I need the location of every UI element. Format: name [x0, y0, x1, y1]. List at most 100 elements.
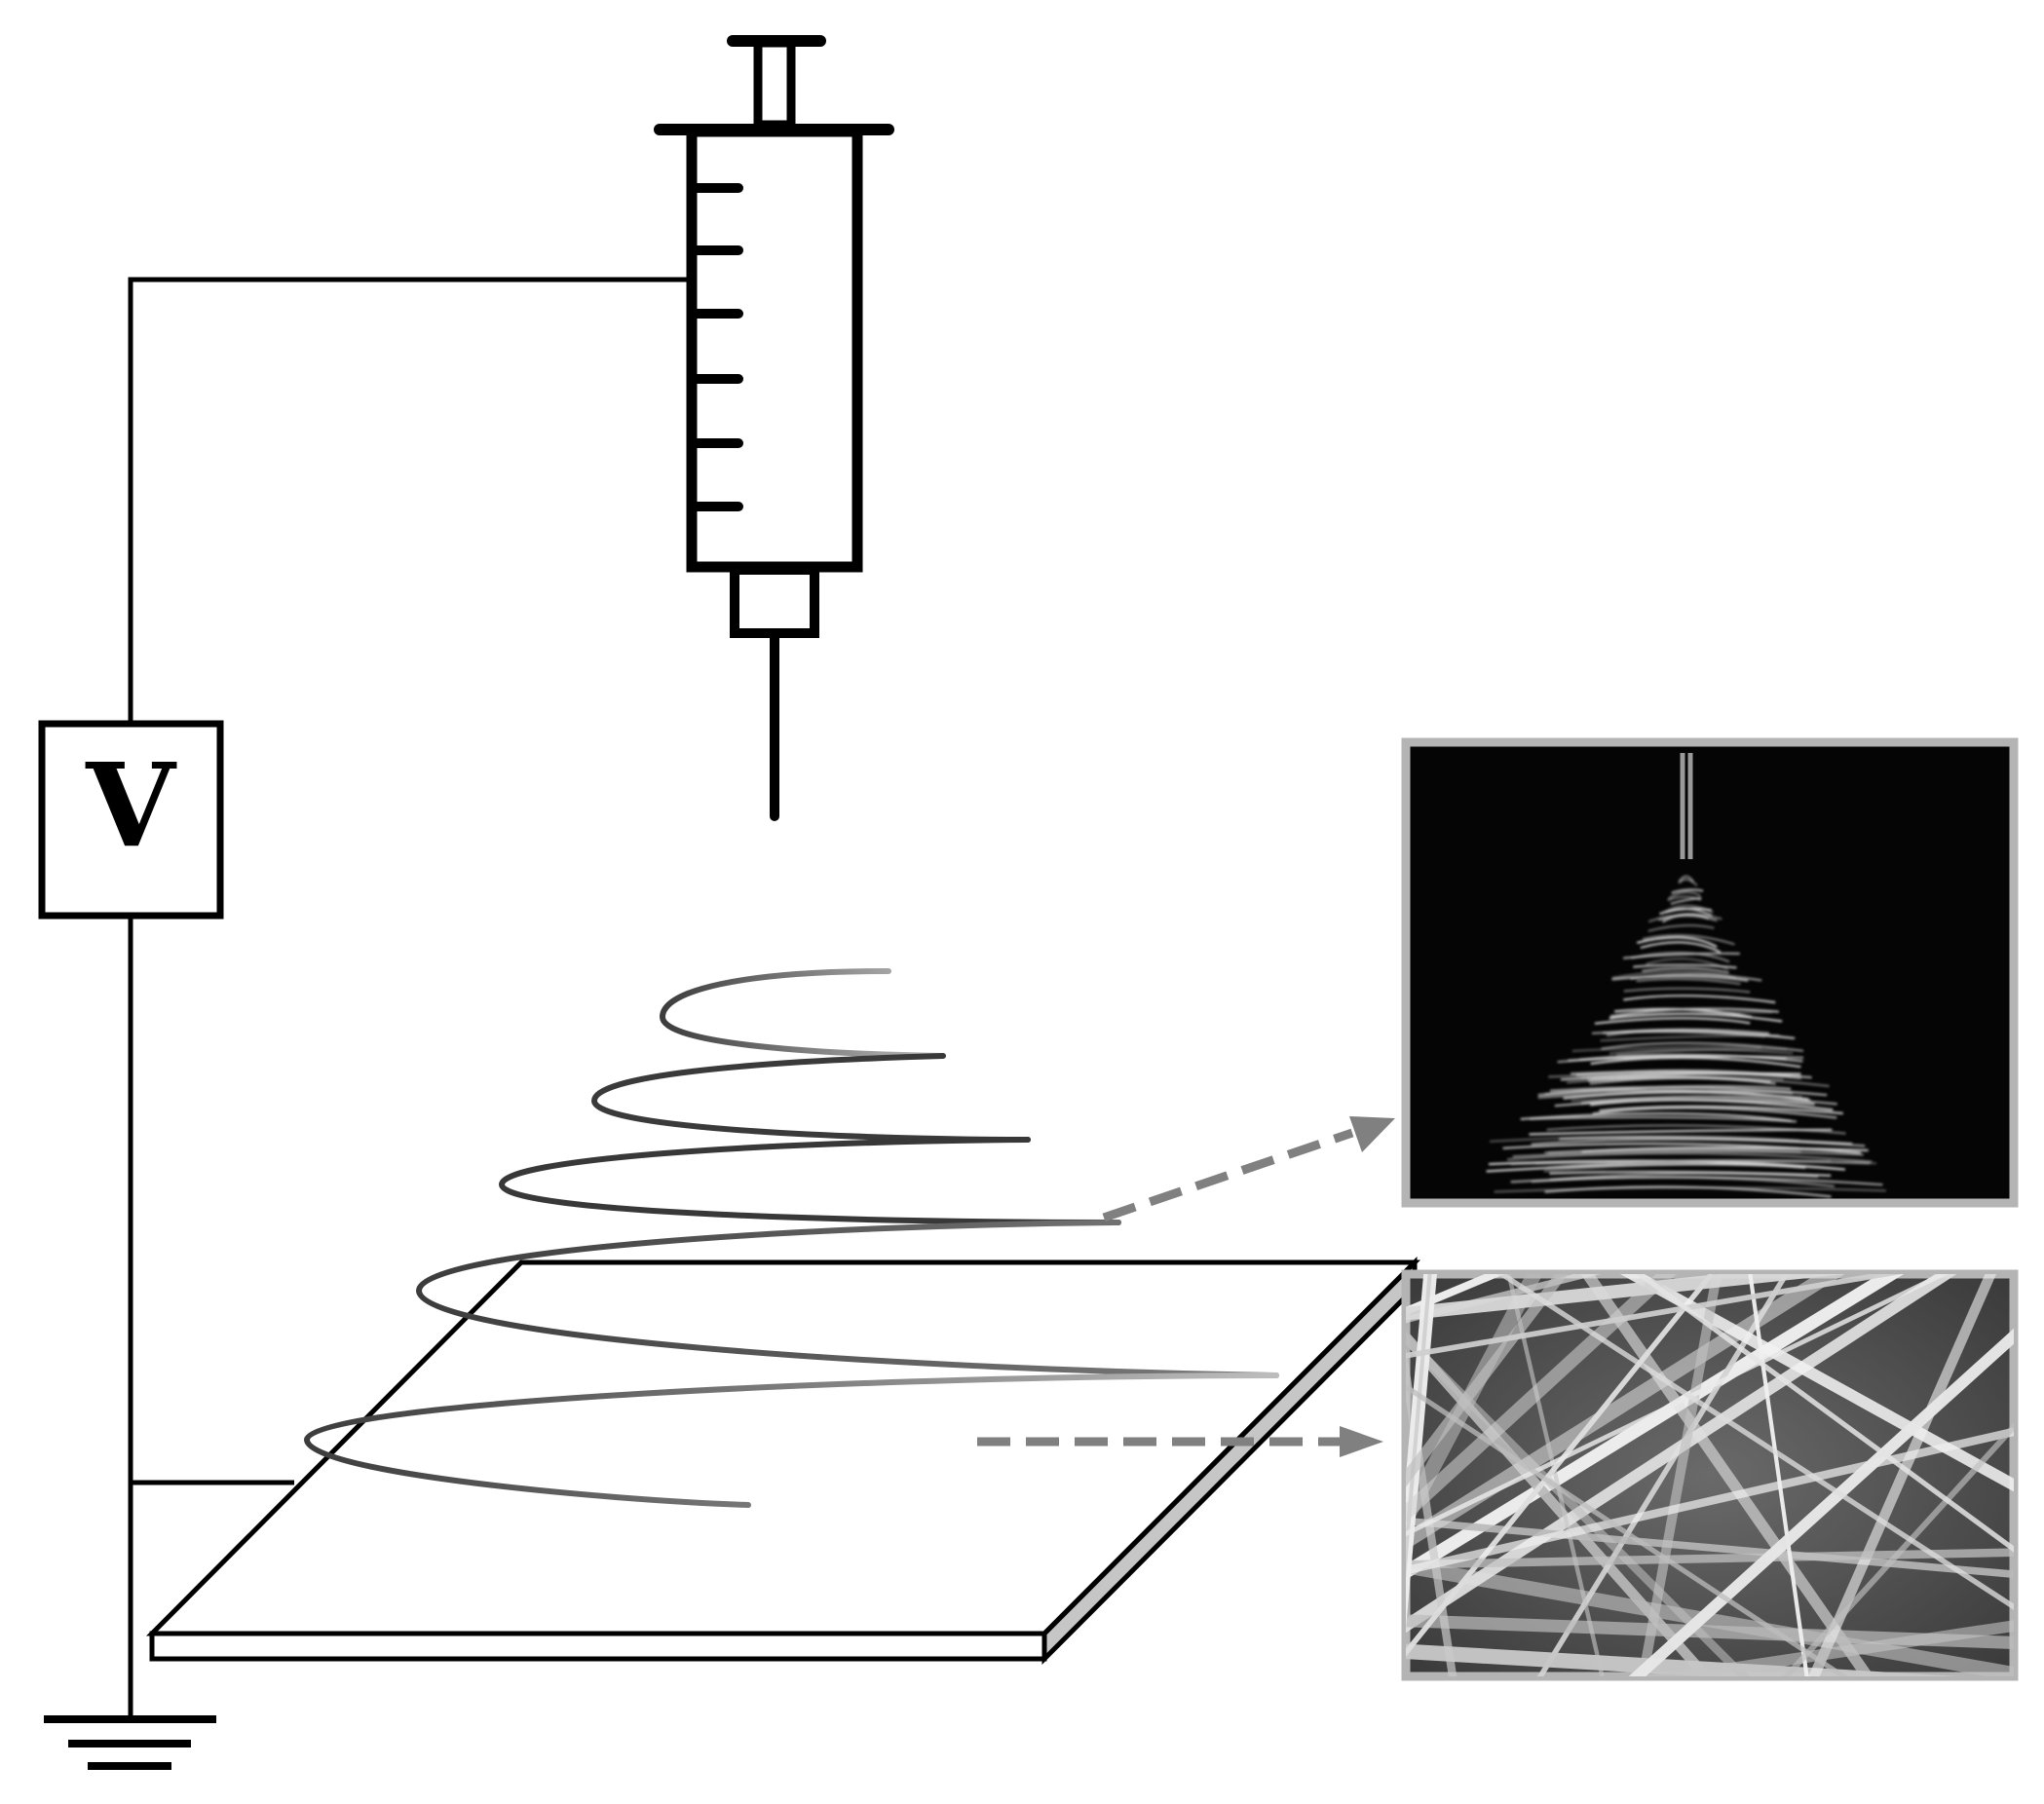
jet-strand: [1658, 915, 1718, 922]
sem-fiber: [1619, 1274, 2014, 1492]
arrow-to-jet-photo: [1102, 1128, 1354, 1222]
sem-fiber: [1496, 1274, 2014, 1610]
circuit-wires: [128, 277, 692, 1719]
jet-strand: [1640, 941, 1722, 954]
sem-fiber: [1406, 1383, 1848, 1676]
jet-strand: [1486, 1162, 1806, 1173]
jet-strand: [1512, 1149, 1864, 1158]
voltage-source: V: [38, 720, 224, 920]
sem-fiber: [1406, 1274, 1902, 1359]
jet-strand: [1529, 1115, 1797, 1123]
sem-fiber: [1635, 1274, 2014, 1553]
sem-fiber: [1406, 1274, 1677, 1522]
sem-fiber: [1628, 1328, 2014, 1676]
jet-strand: [1531, 1138, 1866, 1147]
voltage-source-label: V: [85, 737, 177, 873]
arrowhead-jet-photo: [1349, 1116, 1395, 1152]
jet-strand: [1550, 1086, 1828, 1097]
sem-fiber: [1406, 1517, 2014, 1578]
sem-fiber: [1638, 1274, 1722, 1676]
jet-strand: [1549, 1172, 1819, 1182]
syringe-barrel: [686, 126, 863, 573]
sem-fiber: [1406, 1548, 2014, 1569]
sem-fiber: [1406, 1274, 1716, 1657]
jet-photo-needle: [1680, 753, 1693, 859]
sem-fiber: [1782, 1422, 2014, 1676]
wire-syringe-to-source: [128, 277, 692, 723]
jet-strand: [1560, 1071, 1801, 1081]
dashed-arrows: [977, 1116, 1395, 1457]
jet-strand: [1580, 1095, 1837, 1106]
jet-strand: [1636, 936, 1718, 949]
graduation-marks: [689, 183, 743, 511]
jet-strand: [1590, 1099, 1834, 1111]
arrowhead-sem-photo: [1340, 1426, 1383, 1457]
jet-strand: [1599, 1105, 1843, 1115]
jet-strand: [1568, 1055, 1804, 1062]
needle-hub: [730, 565, 819, 638]
jet-photo-inset: [1401, 737, 2019, 1208]
sem-fiber: [1406, 1427, 2014, 1575]
jet-strand: [1623, 987, 1751, 994]
jet-strand: [1609, 1048, 1794, 1055]
sem-photo-inset: [1401, 1269, 2019, 1681]
jet-strand: [1663, 904, 1714, 914]
jet-strand: [1592, 1107, 1837, 1119]
jet-strand: [1642, 933, 1735, 946]
jet-strand: [1489, 1135, 1800, 1143]
jet-strand: [1529, 1128, 1833, 1136]
sem-photo-fibers: [1406, 1274, 2014, 1676]
syringe-icon: [654, 35, 894, 821]
jet-strand: [1510, 1176, 1883, 1186]
jet-strand: [1642, 966, 1729, 974]
jet-strand: [1671, 888, 1704, 894]
jet-strand: [1571, 1045, 1762, 1053]
sem-fiber: [1748, 1274, 1809, 1676]
jet-strand: [1520, 1111, 1793, 1122]
jet-strand: [1622, 1030, 1765, 1038]
jet-strand: [1571, 1071, 1812, 1079]
plate-side-edge: [1041, 1256, 1418, 1666]
jet-strand: [1601, 1041, 1804, 1052]
sem-fiber: [1580, 1274, 1874, 1676]
jet-strand: [1623, 995, 1776, 1004]
jet-strand: [1537, 1089, 1811, 1102]
collector-plate: [145, 1256, 1421, 1666]
plunger-rod: [753, 38, 796, 130]
jet-strand: [1594, 1017, 1751, 1025]
sem-fiber: [1406, 1274, 1957, 1634]
jet-strand: [1666, 907, 1713, 918]
sem-fiber: [1406, 1274, 1846, 1321]
jet-strand: [1633, 963, 1737, 969]
jet-strand: [1631, 951, 1730, 963]
jet-strand: [1613, 1007, 1753, 1019]
sem-fiber: [1406, 1274, 1949, 1537]
whipping-jet-spiral: [303, 968, 1279, 1508]
jet-strand: [1546, 1158, 1871, 1169]
jet-strand: [1544, 1146, 1842, 1154]
jet-strand: [1618, 1011, 1773, 1019]
ground-icon: [44, 1715, 216, 1770]
jet-strand: [1507, 1151, 1873, 1163]
voltage-source-box: [38, 720, 224, 920]
jet-strand: [1647, 913, 1722, 923]
jet-strand: [1589, 1076, 1776, 1085]
jet-strand: [1678, 878, 1698, 886]
jet-strand: [1667, 895, 1702, 902]
jet-strand: [1611, 974, 1749, 982]
jet-strand: [1647, 923, 1715, 932]
jet-strand: [1578, 1053, 1803, 1063]
jet-strand: [1668, 890, 1701, 900]
jet-strand: [1590, 1056, 1801, 1069]
jet-strand: [1549, 1170, 1832, 1177]
sem-fiber: [1639, 1620, 2014, 1676]
jet-strand: [1544, 1185, 1832, 1198]
jet-strand: [1636, 977, 1741, 986]
plate-top-face: [145, 1259, 1421, 1636]
jet-strand: [1611, 970, 1736, 979]
plate-front-edge: [149, 1631, 1047, 1662]
sem-fiber: [1406, 1559, 2014, 1676]
jet-photo-strands: [1486, 875, 1886, 1198]
